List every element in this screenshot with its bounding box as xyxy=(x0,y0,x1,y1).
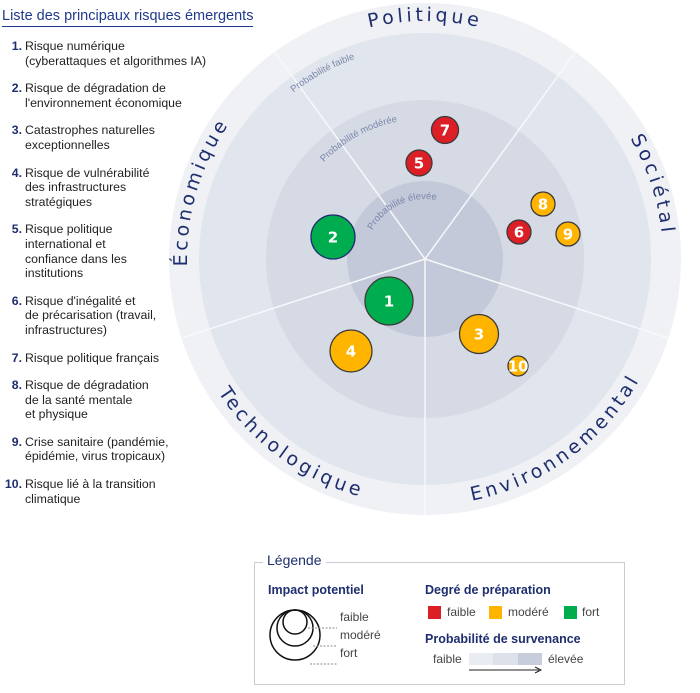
sector-dividers xyxy=(181,51,669,515)
preparation-title: Degré de préparation xyxy=(425,583,551,597)
legend-title: Légende xyxy=(263,552,326,568)
risk-list-item: 10.Risque lié à la transition climatique xyxy=(4,477,234,506)
risk-number: 6. xyxy=(11,293,22,308)
risk-list-item: 4.Risque de vulnérabilité des infrastruc… xyxy=(4,166,234,210)
risk-bubble-7: 7 xyxy=(430,115,460,145)
risk-bubble-circle xyxy=(458,313,500,355)
risk-list-item: 5.Risque politique international et conf… xyxy=(4,222,234,280)
impact-circle-fort xyxy=(269,609,321,661)
impact-label-modere: modéré xyxy=(340,628,381,642)
risk-label: Risque d'inégalité et de précarisation (… xyxy=(25,293,157,337)
risk-label: Risque de vulnérabilité des infrastructu… xyxy=(25,165,150,209)
risk-bubble-number: 5 xyxy=(414,155,424,173)
risk-bubble-circle xyxy=(310,214,356,260)
risk-bubble-4: 4 xyxy=(329,329,373,373)
risk-list-item: 7.Risque politique français xyxy=(4,351,234,366)
risk-list-item: 1.Risque numérique (cyberattaques et alg… xyxy=(4,39,234,68)
risk-bubble-circle xyxy=(507,355,529,377)
risk-list-item: 9.Crise sanitaire (pandémie, épidémie, v… xyxy=(4,435,234,464)
risk-label: Crise sanitaire (pandémie, épidémie, vir… xyxy=(25,434,169,464)
probability-scale-high xyxy=(518,653,542,665)
risk-bubble-circle xyxy=(364,276,414,326)
risk-bubbles: 1 2 3 4 5 6 7 89 10 xyxy=(310,115,581,377)
risk-label: Risque politique international et confia… xyxy=(25,222,127,281)
probability-scale-moderate xyxy=(493,653,518,665)
risk-number: 3. xyxy=(11,123,22,138)
risk-number: 4. xyxy=(11,165,22,180)
impact-title: Impact potentiel xyxy=(268,583,364,597)
risk-number: 5. xyxy=(11,222,22,237)
risk-bubble-3: 3 xyxy=(458,313,500,355)
swatch-modere xyxy=(489,606,502,619)
risk-radar: Politique Sociétal Économique Technologi… xyxy=(169,3,681,515)
risk-bubble-number: 6 xyxy=(514,224,524,242)
impact-circle-modere xyxy=(276,609,314,647)
risk-bubble-number: 1 xyxy=(384,293,394,311)
risk-bubble-9: 9 xyxy=(555,221,581,247)
impact-circle-faible xyxy=(282,609,308,635)
probability-title: Probabilité de survenance xyxy=(425,632,581,646)
risk-bubble-number: 9 xyxy=(563,226,573,244)
risk-bubble-circle xyxy=(430,115,460,145)
risk-number: 9. xyxy=(11,434,22,449)
risk-bubble-10: 10 xyxy=(507,355,529,377)
risk-label: Risque de dégradation de la santé mental… xyxy=(25,378,149,422)
risk-bubble-6: 6 xyxy=(506,219,532,245)
sector-divider xyxy=(273,51,426,260)
risk-label: Risque numérique (cyberattaques et algor… xyxy=(25,39,207,68)
impact-label-faible: faible xyxy=(340,610,369,624)
legend: Légende Impact potentiel faible modéré f… xyxy=(254,552,625,685)
probability-arrow-icon xyxy=(469,666,543,674)
preparation-label-fort: fort xyxy=(582,605,600,619)
impact-label-fort: fort xyxy=(340,646,358,660)
risk-bubble-2: 2 xyxy=(310,214,356,260)
risk-list-item: 8.Risque de dégradation de la santé ment… xyxy=(4,378,234,422)
sector-divider xyxy=(424,51,577,260)
sector-divider xyxy=(424,258,669,339)
risk-number: 10. xyxy=(4,477,22,492)
risk-bubble-5: 5 xyxy=(405,149,433,177)
risk-list-item: 3.Catastrophes naturelles exceptionnelle… xyxy=(4,123,234,152)
risk-list: 1.Risque numérique (cyberattaques et alg… xyxy=(4,39,234,519)
risk-list-title: Liste des principaux risques émergents xyxy=(2,8,254,27)
probability-label-high: élevée xyxy=(548,652,584,666)
risk-bubble-number: 2 xyxy=(328,229,338,247)
swatch-fort xyxy=(564,606,577,619)
risk-bubble-number: 4 xyxy=(346,343,356,361)
swatch-faible xyxy=(428,606,441,619)
risk-label: Risque politique français xyxy=(25,350,159,365)
risk-bubble-circle xyxy=(530,191,556,217)
risk-bubble-circle xyxy=(506,219,532,245)
risk-bubble-number: 8 xyxy=(538,196,548,214)
risk-bubble-circle xyxy=(329,329,373,373)
risk-label: Risque lié à la transition climatique xyxy=(25,477,156,506)
risk-bubble-number: 10 xyxy=(508,358,529,376)
impact-size-circles xyxy=(269,609,337,665)
risk-number: 7. xyxy=(11,350,22,365)
risk-bubble-number: 7 xyxy=(440,122,450,140)
risk-bubble-circle xyxy=(405,149,433,177)
probability-scale-low xyxy=(469,653,493,665)
sector-divider xyxy=(181,258,426,339)
risk-bubble-number: 3 xyxy=(474,326,484,344)
risk-list-item: 2.Risque de dégradation de l'environneme… xyxy=(4,81,234,110)
risk-label: Catastrophes naturelles exceptionnelles xyxy=(25,123,155,152)
risk-number: 2. xyxy=(11,81,22,96)
risk-number: 8. xyxy=(11,378,22,393)
risk-list-item: 6.Risque d'inégalité et de précarisation… xyxy=(4,294,234,338)
risk-number: 1. xyxy=(11,39,22,53)
preparation-label-modere: modéré xyxy=(508,605,549,619)
risk-label: Risque de dégradation de l'environnement… xyxy=(25,81,182,110)
risk-bubble-circle xyxy=(555,221,581,247)
risk-bubble-8: 8 xyxy=(530,191,556,217)
risk-bubble-1: 1 xyxy=(364,276,414,326)
probability-label-low: faible xyxy=(433,652,462,666)
preparation-label-faible: faible xyxy=(447,605,476,619)
